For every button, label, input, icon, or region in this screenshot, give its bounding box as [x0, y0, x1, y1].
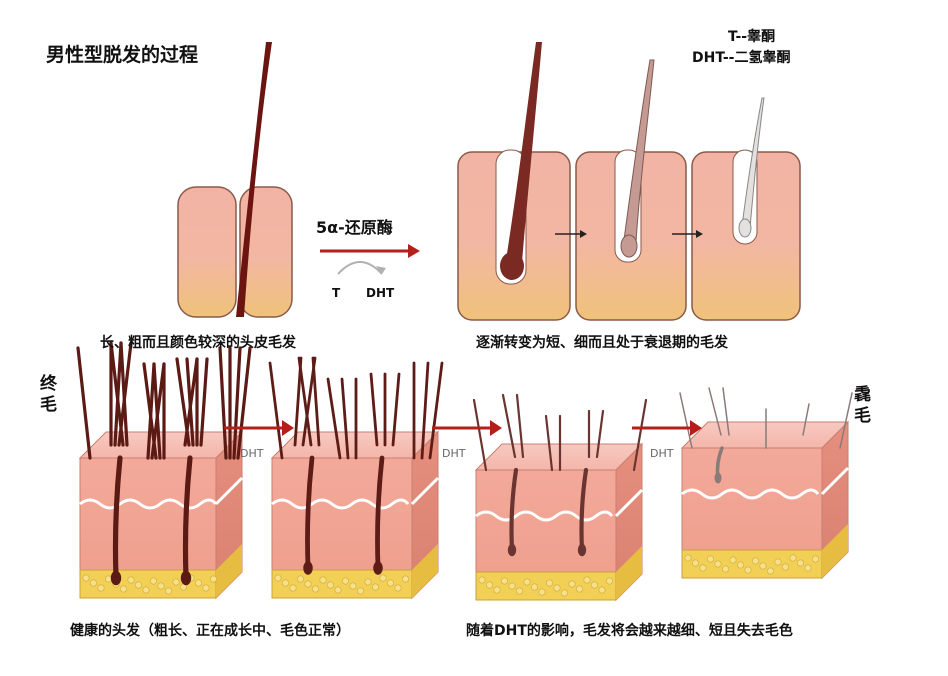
legend-t: T--睾酮	[728, 29, 776, 45]
block-healthy	[76, 341, 252, 600]
healthy-follicle	[177, 42, 293, 318]
label-dht: DHT	[366, 286, 395, 300]
caption-miniaturized-bottom: 随着DHT的影响，毛发将会越来越细、短且失去毛色	[466, 623, 793, 639]
terminal-hair-label: 终 毛	[40, 374, 57, 415]
label-t: T	[332, 286, 341, 300]
arrow-label-1: DHT	[240, 447, 264, 460]
enzyme-arrow	[320, 244, 420, 275]
dht-arrows	[224, 420, 702, 436]
arrow-label-3: DHT	[650, 447, 674, 460]
arrow-label-2: DHT	[442, 447, 466, 460]
enzyme-label: 5α-还原酶	[316, 218, 393, 237]
caption-healthy-top: 长、粗而且颜色较深的头皮毛发	[100, 335, 296, 351]
miniaturizing-follicles	[457, 42, 801, 321]
caption-miniaturized-top: 逐渐转变为短、细而且处于衰退期的毛发	[476, 335, 728, 351]
block-vellus	[679, 387, 853, 580]
skin-blocks	[76, 341, 853, 602]
vellus-hair-label: 毳 毛	[854, 385, 871, 426]
block-early	[268, 356, 444, 600]
block-thinning	[472, 393, 648, 602]
diagram-title: 男性型脱发的过程	[46, 44, 199, 66]
caption-healthy-bottom: 健康的头发（粗长、正在成长中、毛色正常）	[70, 623, 350, 639]
legend-dht: DHT--二氢睾酮	[692, 50, 791, 66]
